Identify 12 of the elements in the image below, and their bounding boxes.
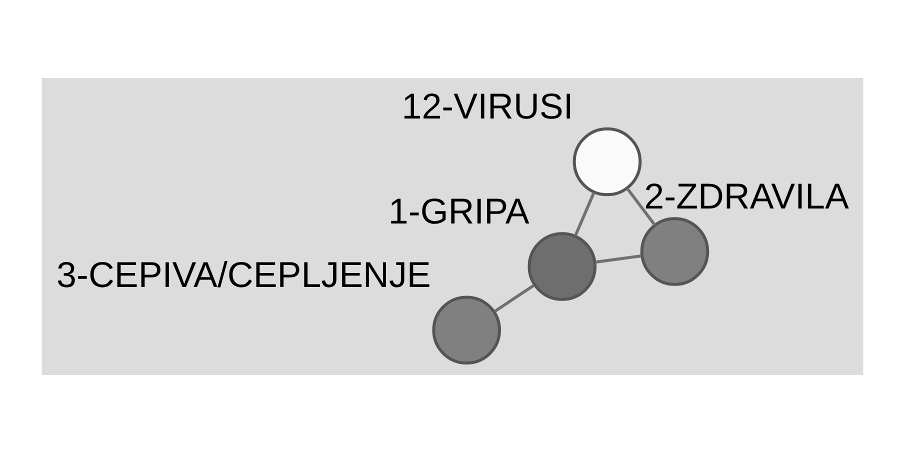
connector [594,254,642,264]
node-circle [572,126,642,196]
connector [626,186,656,226]
node-circle [527,232,596,300]
connector [574,192,595,236]
connector [493,284,534,312]
node-circle [432,295,500,364]
node-label: 3-CEPIVA/CEPLJENJE [56,254,430,295]
node-circle [640,216,709,286]
node-label: 1-GRIPA [388,190,529,231]
node-label: 2-ZDRAVILA [644,176,848,216]
node-label: 12-VIRUSI [401,86,573,126]
